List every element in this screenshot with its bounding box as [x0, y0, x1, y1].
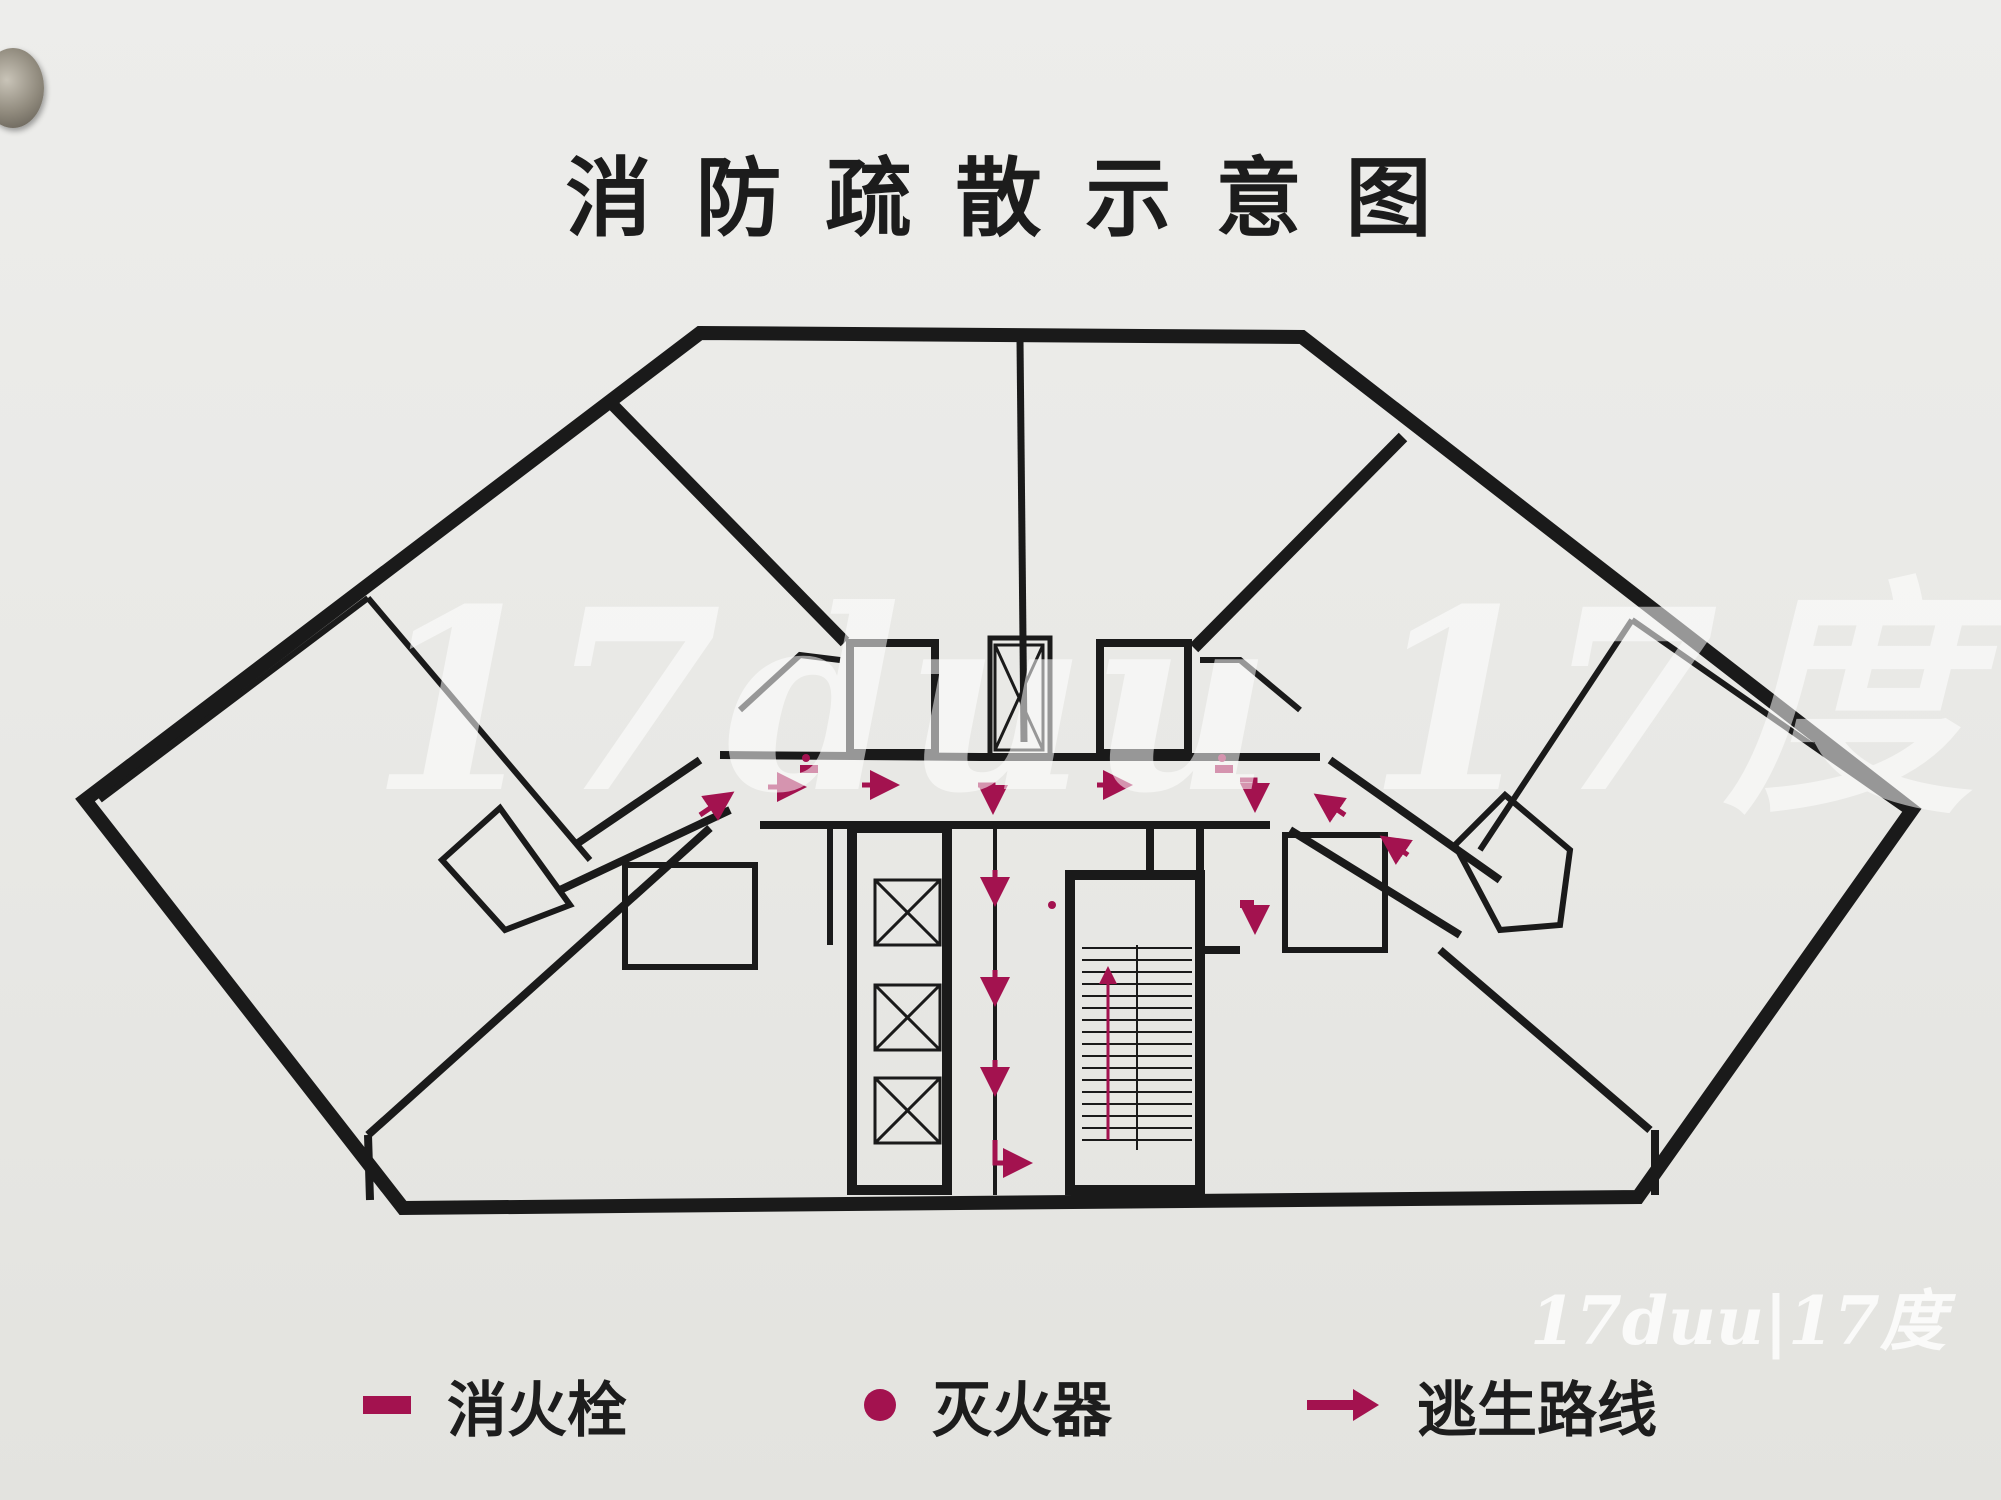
escape-arrow-icon — [1307, 1389, 1379, 1421]
escape-arrow-icon — [698, 770, 1413, 1178]
legend-hydrant: 消火栓 — [363, 1360, 627, 1450]
stair-icon — [1082, 945, 1192, 1150]
extinguisher-icon — [864, 1389, 896, 1421]
diagram-title: 消防疏散示意图 — [565, 149, 1476, 249]
legend-extinguisher-label: 灭火器 — [932, 1375, 1112, 1446]
interior-walls — [98, 339, 1907, 1201]
watermark-small: 17duu|17度 — [1530, 1282, 1946, 1360]
watermark-large: 17duu 17度 — [370, 554, 1978, 848]
legend-route-label: 逃生路线 — [1417, 1375, 1657, 1446]
elevator-icon — [873, 643, 1045, 1145]
hydrant-icon — [363, 1396, 411, 1414]
legend-route: 逃生路线 — [1305, 1360, 1657, 1450]
extinguisher-icon — [802, 754, 1226, 909]
legend: 消火栓 灭火器 逃生路线 — [0, 1360, 2001, 1450]
legend-hydrant-label: 消火栓 — [447, 1375, 627, 1446]
hydrant-icon — [800, 765, 1254, 908]
building-outline — [75, 325, 1922, 1216]
legend-extinguisher: 灭火器 — [864, 1360, 1112, 1450]
